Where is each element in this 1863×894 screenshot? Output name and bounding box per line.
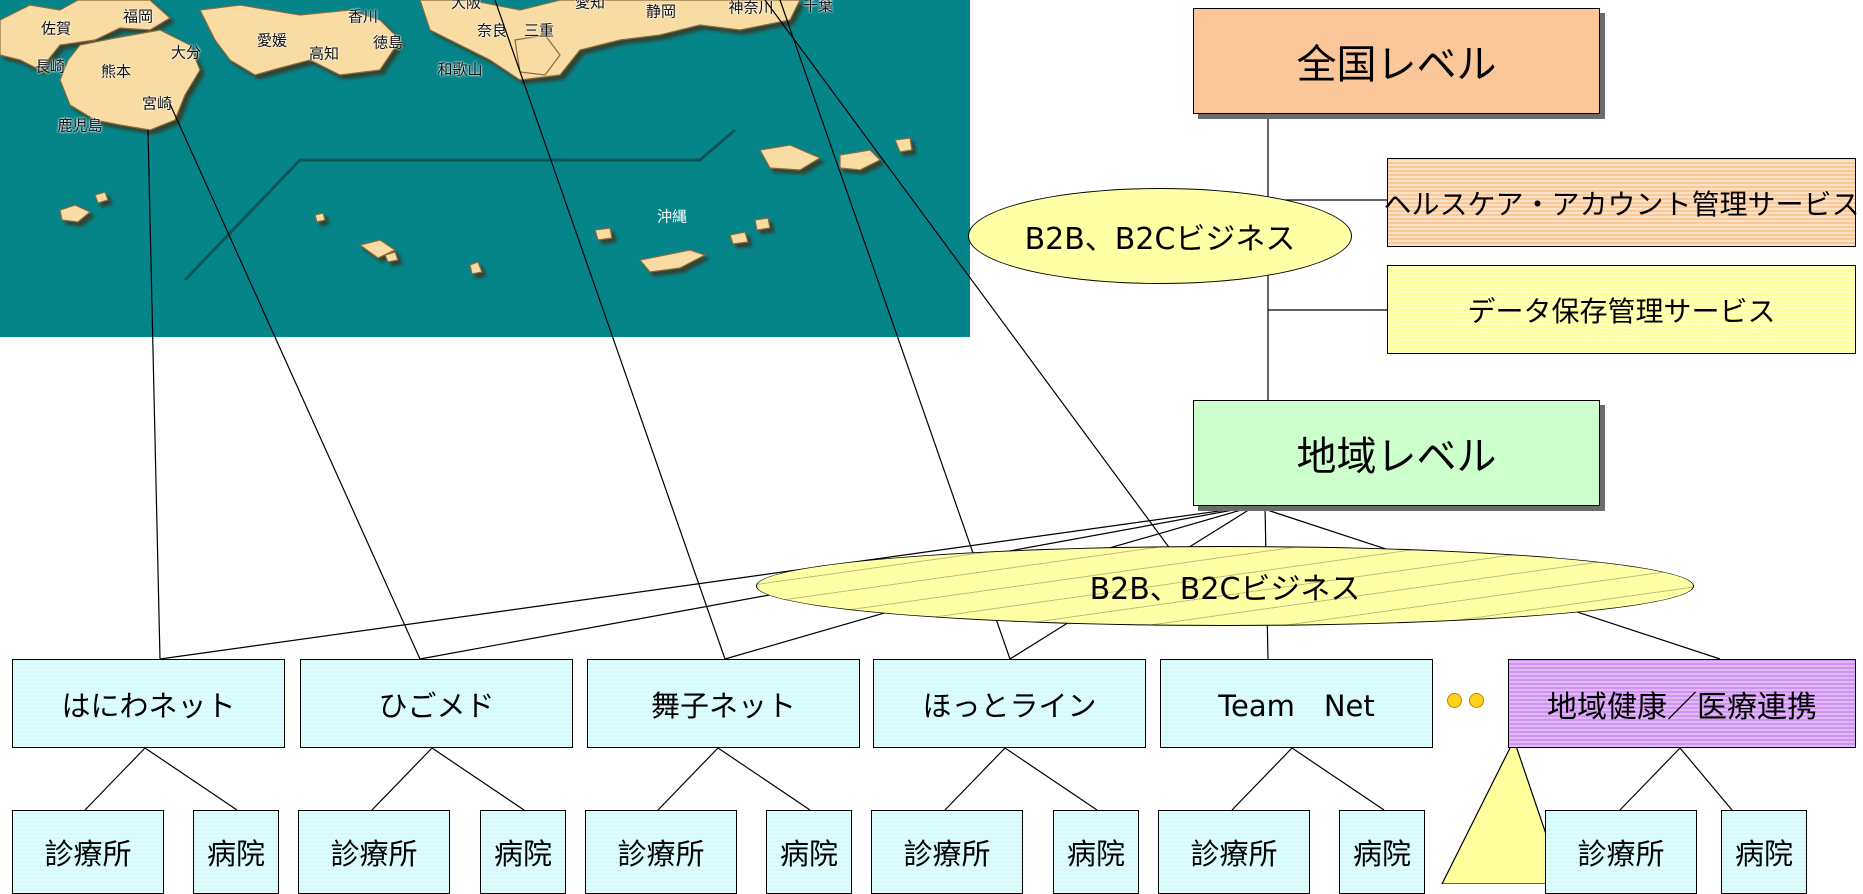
network-maiko: 舞子ネット (587, 659, 860, 748)
pref-label: 愛媛 (256, 31, 288, 50)
pref-label: 沖縄 (656, 207, 688, 226)
pref-label: 徳島 (372, 33, 404, 52)
pref-label: 熊本 (100, 62, 132, 81)
pref-label: 大阪 (450, 0, 482, 12)
facility-clinic: 診療所 (298, 810, 450, 894)
pref-label: 大分 (170, 43, 202, 62)
facility-hospital: 病院 (1339, 810, 1425, 894)
facility-hospital: 病院 (1053, 810, 1139, 894)
business-ellipse-upper: B2B、B2Cビジネス (968, 188, 1352, 284)
network-teamnet: Team Net (1160, 659, 1433, 748)
pref-label: 愛知 (574, 0, 606, 12)
pref-label: 福岡 (122, 7, 154, 26)
facility-hospital: 病院 (193, 810, 279, 894)
pref-label: 千葉 (802, 0, 834, 15)
map-graphic (0, 0, 913, 282)
network-higomed: ひごメド (300, 659, 573, 748)
pref-label: 三重 (523, 21, 555, 40)
facility-hospital: 病院 (1721, 810, 1807, 894)
pref-label: 和歌山 (437, 60, 483, 79)
pref-label: 香川 (347, 7, 379, 26)
network-haniwa: はにわネット (12, 659, 285, 748)
pref-label: 奈良 (476, 21, 508, 40)
facility-clinic: 診療所 (1545, 810, 1697, 894)
facility-clinic: 診療所 (12, 810, 164, 894)
healthcare-account-service: ヘルスケア・アカウント管理サービス (1384, 158, 1860, 247)
regional-level-box: 地域レベル (1193, 400, 1600, 506)
facility-hospital: 病院 (766, 810, 852, 894)
network-hotline: ほっとライン (873, 659, 1146, 748)
facility-hospital: 病院 (480, 810, 566, 894)
business-ellipse-lower: B2B、B2Cビジネス (756, 546, 1694, 626)
ellipsis-dot (1447, 693, 1462, 708)
ellipsis-dot (1469, 693, 1484, 708)
network-regional-health: 地域健康／医療連携 (1508, 659, 1856, 748)
japan-map: 佐賀 福岡 長崎 熊本 大分 宮崎 鹿児島 愛媛 高知 香川 徳島 奈良 三重 … (0, 0, 970, 337)
pref-label: 長崎 (34, 57, 66, 76)
national-level-box: 全国レベル (1193, 8, 1600, 114)
pref-label: 高知 (308, 44, 340, 63)
pref-label: 静岡 (645, 2, 677, 21)
facility-clinic: 診療所 (871, 810, 1023, 894)
pref-label: 神奈川 (728, 0, 774, 17)
pref-label: 宮崎 (141, 94, 173, 113)
facility-clinic: 診療所 (585, 810, 737, 894)
pref-label: 鹿児島 (57, 116, 103, 135)
facility-clinic: 診療所 (1158, 810, 1310, 894)
pref-label: 佐賀 (40, 19, 72, 38)
data-storage-service: データ保存管理サービス (1387, 265, 1856, 354)
